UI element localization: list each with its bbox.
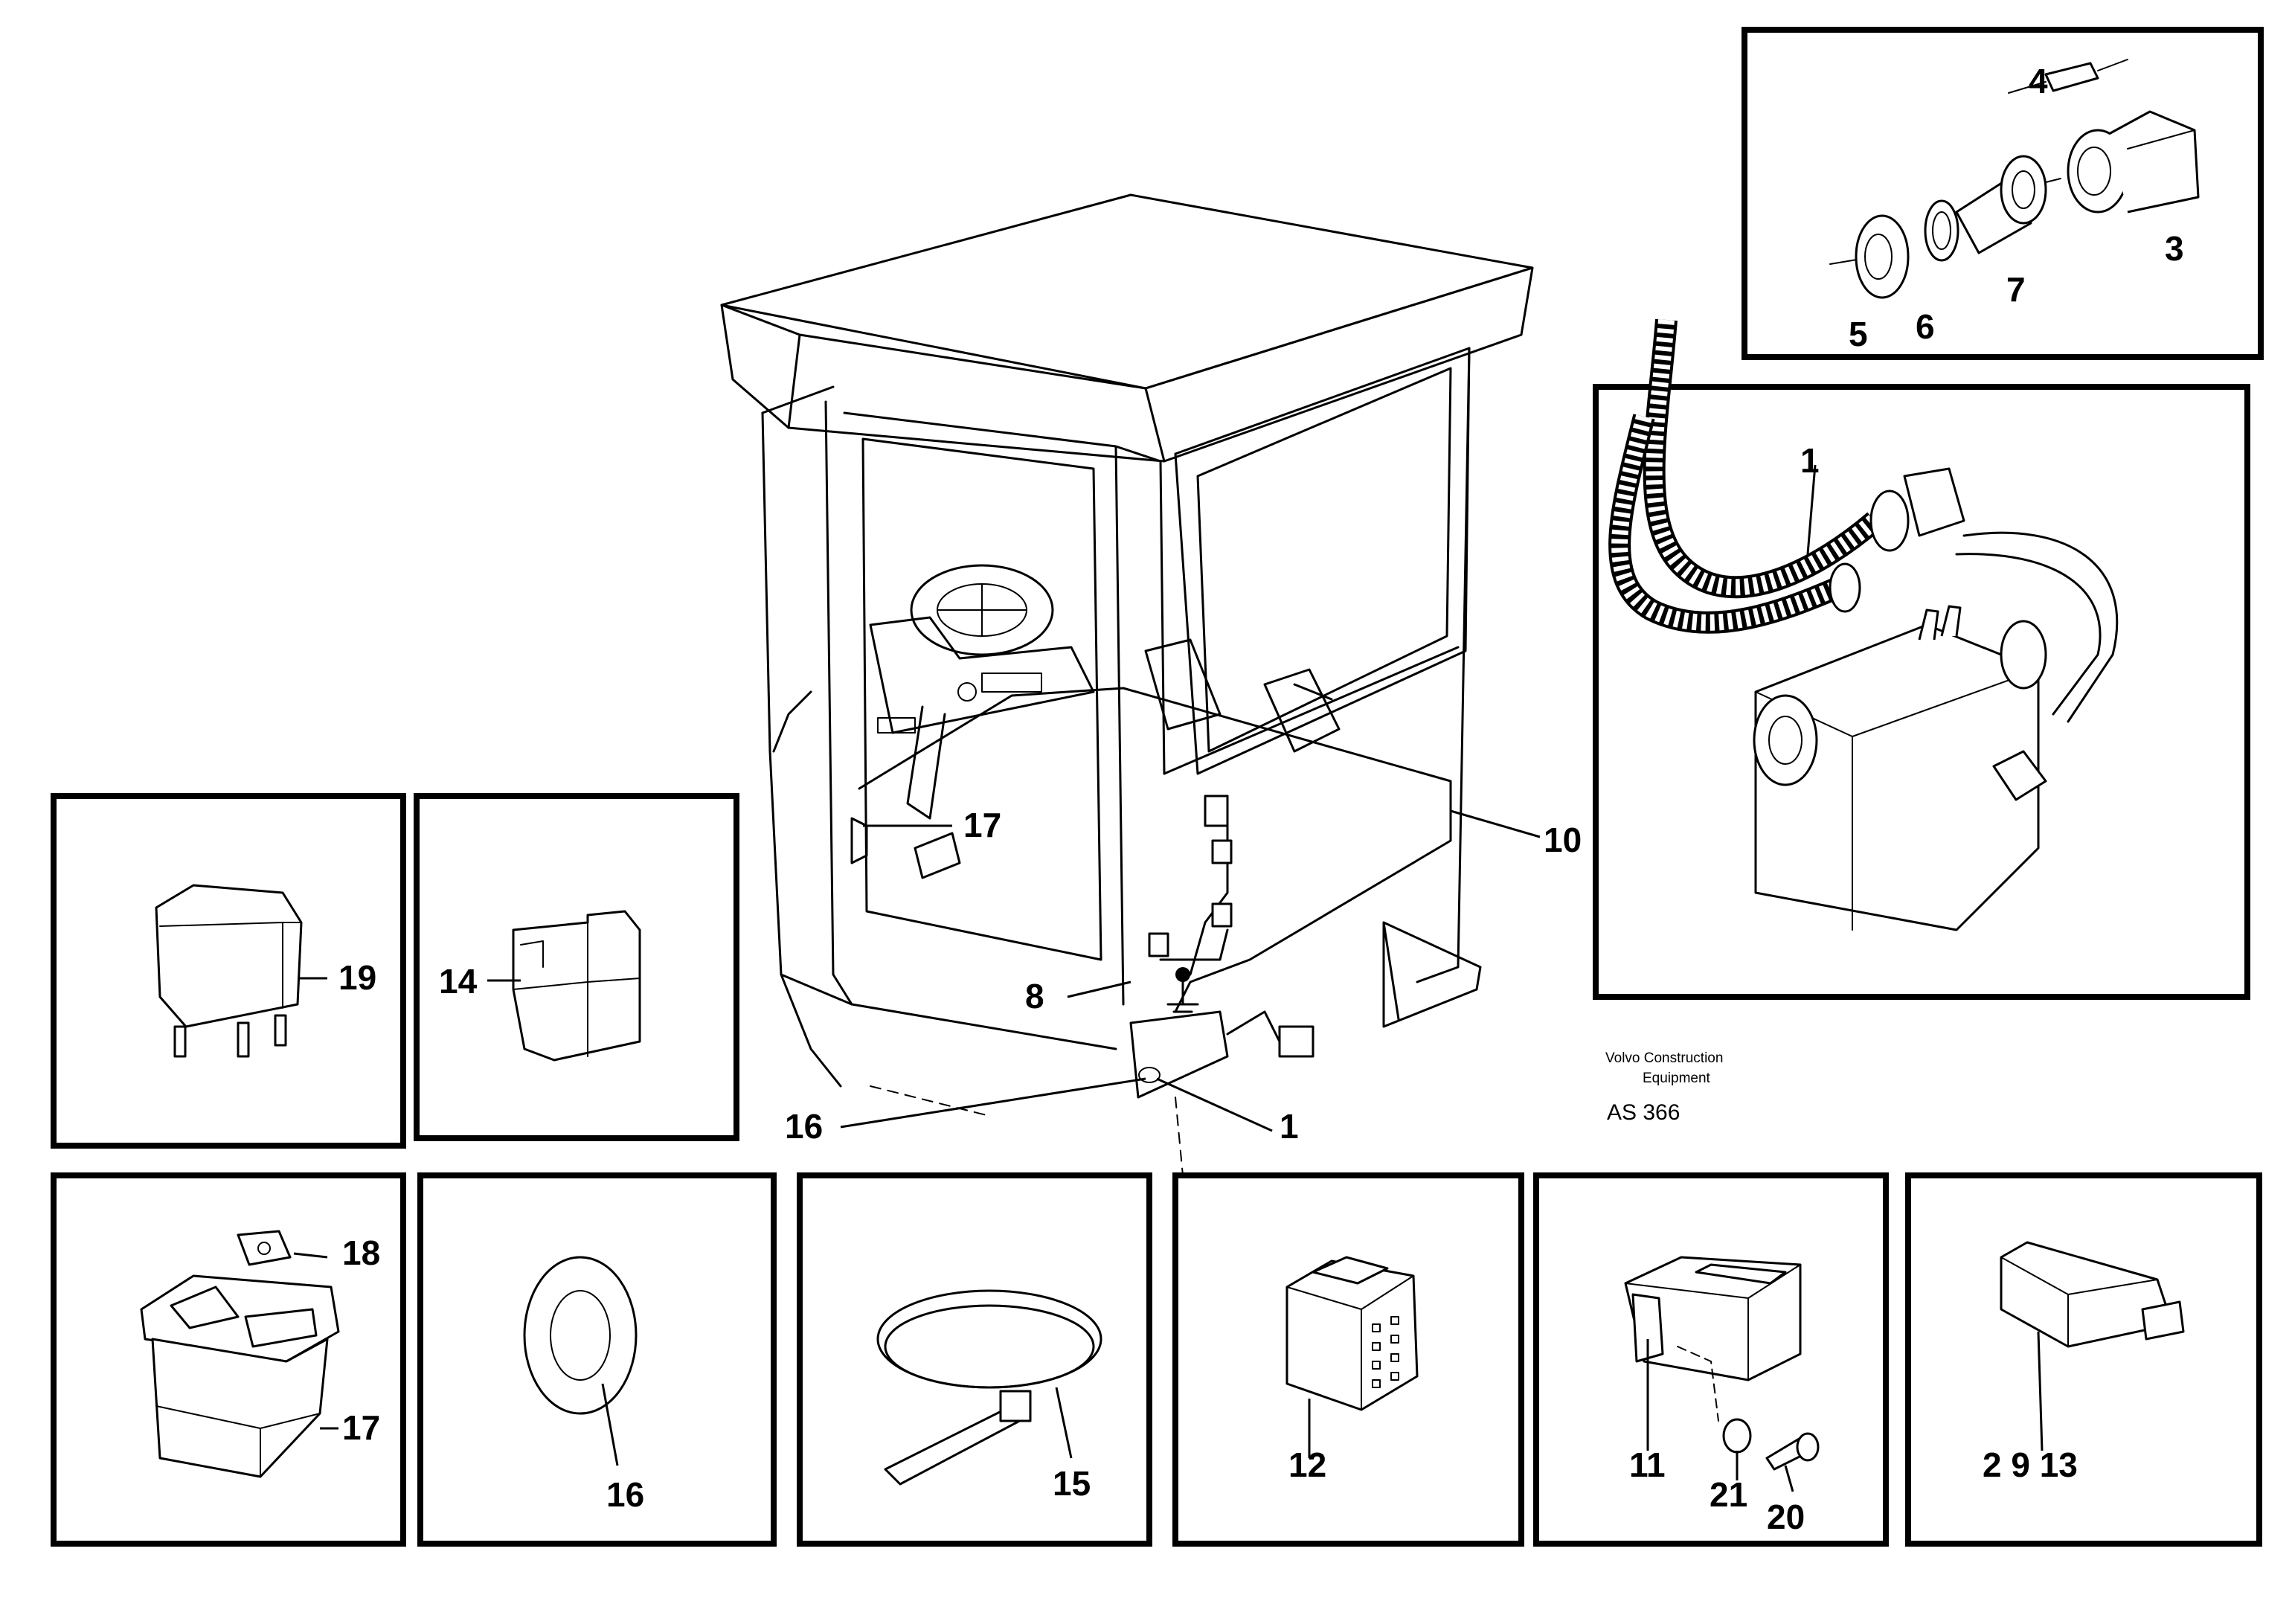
part-3-plug — [2067, 110, 2200, 214]
part-7-gland — [1955, 155, 2061, 254]
solenoid-valve — [1753, 605, 2047, 931]
label-15: 15 — [1053, 1464, 1091, 1503]
multi-pin-connector-panel — [1172, 1172, 1524, 1547]
relay-panel — [51, 793, 406, 1149]
connector-pins — [1372, 1316, 1399, 1388]
label-6: 6 — [1916, 307, 1935, 346]
label-16-cab: 16 — [785, 1107, 823, 1146]
leader-8 — [1067, 981, 1131, 998]
label-4: 4 — [2029, 62, 2048, 100]
nut-panel — [417, 1172, 777, 1547]
leader-10 — [1450, 809, 1541, 838]
part-5-nut — [1829, 214, 1910, 299]
valve-detail-frame — [1593, 384, 2250, 1000]
label-1-detail: 1 — [1800, 441, 1820, 480]
connector-kit-panel — [1742, 27, 2264, 360]
connector-kit-frame — [1742, 27, 2264, 360]
cable-plug-panel — [1905, 1172, 2262, 1547]
connector-housing-panel — [414, 793, 739, 1141]
label-20: 20 — [1767, 1498, 1805, 1536]
cab-illustration — [720, 193, 1534, 1176]
leader-1-cab — [1156, 1077, 1273, 1132]
leader-16-cab — [840, 1077, 1146, 1129]
label-8: 8 — [1025, 977, 1044, 1015]
label-17-cab: 17 — [963, 806, 1001, 844]
label-3: 3 — [2165, 229, 2184, 268]
part-4-component — [2008, 59, 2128, 94]
label-19: 19 — [338, 958, 376, 997]
label-14: 14 — [439, 962, 478, 1001]
credit-line-2: Equipment — [1643, 1071, 1711, 1086]
label-21: 21 — [1710, 1475, 1747, 1514]
rocker-switch-panel — [51, 1172, 406, 1547]
label-1-harness: 1 — [1280, 1107, 1299, 1146]
drawing-code: AS 366 — [1607, 1100, 1680, 1125]
label-17-part: 17 — [342, 1408, 380, 1447]
label-2-9-13: 2 9 13 — [1983, 1445, 2078, 1484]
label-7: 7 — [2006, 270, 2026, 309]
bracket-panel — [1533, 1172, 1889, 1547]
label-12: 12 — [1288, 1445, 1326, 1484]
cable-tie-panel — [797, 1172, 1152, 1547]
label-16-part: 16 — [606, 1475, 644, 1514]
label-11: 11 — [1629, 1445, 1666, 1484]
valve-detail-panel — [1593, 318, 2250, 1000]
part-6-washer — [1924, 199, 1959, 262]
label-10: 10 — [1544, 821, 1582, 859]
label-5: 5 — [1849, 315, 1868, 353]
credit-line-1: Volvo Construction — [1605, 1050, 1723, 1066]
label-18: 18 — [342, 1233, 380, 1272]
leader-1-detail — [1806, 464, 1817, 555]
